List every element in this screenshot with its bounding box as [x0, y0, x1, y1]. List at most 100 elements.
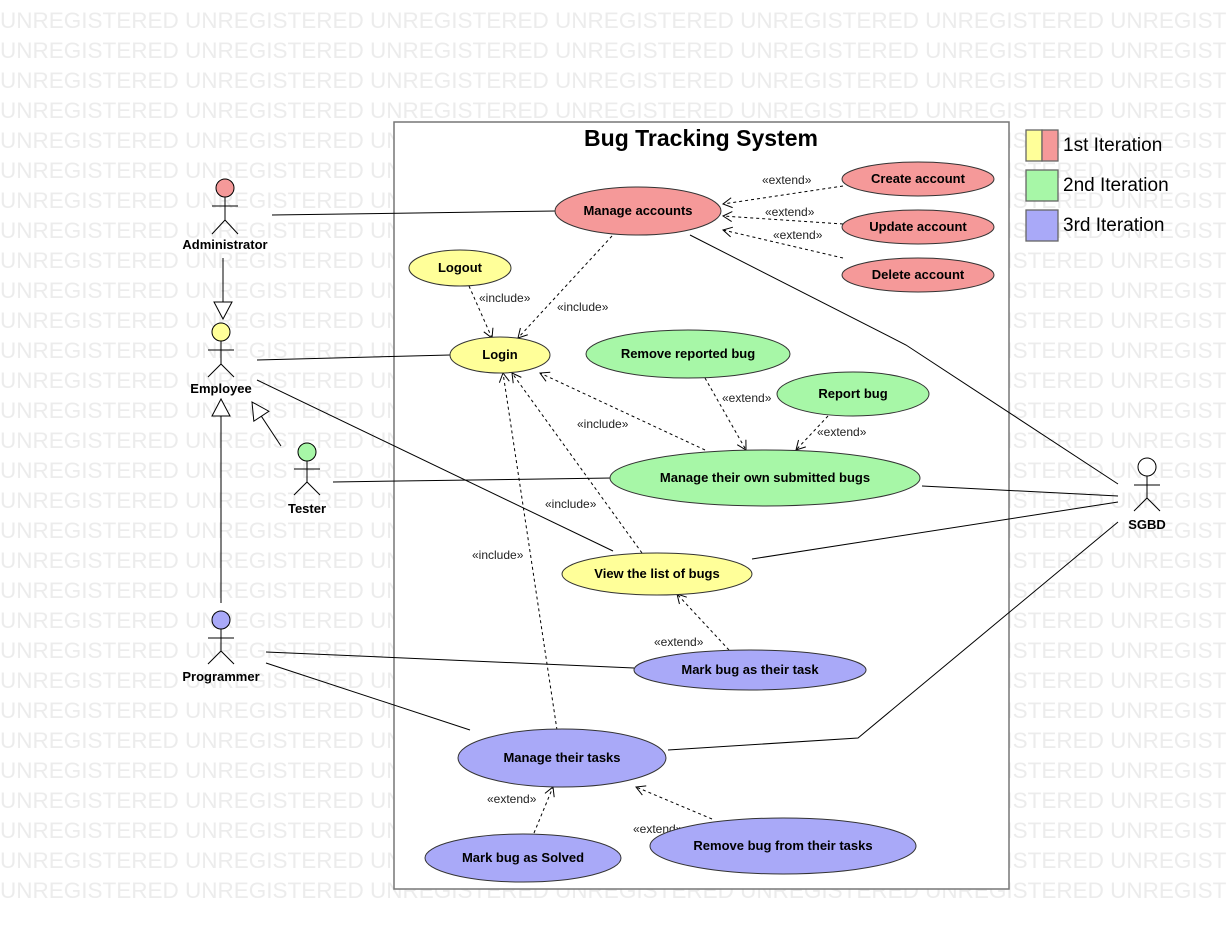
legend: 1st Iteration 2nd Iteration 3rd Iteratio… — [1025, 129, 1169, 242]
actor-legs — [293, 481, 321, 496]
use-case-shape[interactable] — [554, 186, 722, 236]
label-extend: «extend» — [773, 228, 823, 242]
include-manage-accounts-login — [517, 235, 613, 339]
use-case-shape[interactable] — [609, 449, 921, 507]
use-case-shape[interactable] — [841, 257, 995, 293]
use-case-shape[interactable] — [585, 329, 791, 379]
generalizations — [211, 258, 282, 603]
assoc-employee-login — [256, 354, 451, 361]
assoc-employee-view-bugs — [256, 379, 614, 552]
legend-swatch-yellow — [1025, 129, 1043, 162]
use-case-login[interactable]: Login — [449, 336, 551, 374]
use-case-remove-task[interactable]: Remove bug from their tasks — [649, 817, 917, 875]
use-case-mark-solved[interactable]: Mark bug as Solved — [424, 833, 622, 883]
label-include: «include» — [472, 548, 524, 562]
label-include: «include» — [545, 497, 597, 511]
include-manage-bugs-login — [539, 371, 706, 451]
assoc-tester-manage-bugs — [332, 477, 613, 483]
use-case-label: Delete account — [872, 267, 965, 282]
label-include: «include» — [557, 300, 609, 314]
legend-label: 2nd Iteration — [1063, 175, 1169, 196]
actor-head — [1137, 457, 1157, 477]
assoc-admin-manage-accounts — [271, 210, 557, 216]
extend-mark-task — [676, 593, 730, 651]
use-case-label: Logout — [438, 260, 483, 275]
legend-swatch-red — [1041, 129, 1059, 162]
associations — [256, 210, 1119, 751]
include-view-bugs-login — [511, 372, 643, 554]
actor-head — [297, 442, 317, 462]
legend-item-iteration-3: 3rd Iteration — [1025, 209, 1164, 242]
actor-head — [215, 178, 235, 198]
assoc-programmer-manage-tasks — [265, 662, 471, 731]
system-title: Bug Tracking System — [584, 125, 818, 151]
use-case-shape[interactable] — [561, 552, 753, 596]
actor-label: Programmer — [182, 669, 259, 684]
label-extend: «extend» — [722, 391, 772, 405]
actor-employee[interactable]: Employee — [190, 322, 252, 396]
use-case-report-bug[interactable]: Report bug — [776, 371, 930, 417]
extend-mark-solved — [533, 786, 555, 834]
legend-label: 3rd Iteration — [1063, 215, 1164, 236]
use-case-label: Login — [482, 347, 517, 362]
extend-delete-account — [721, 226, 844, 259]
use-case-shape[interactable] — [424, 833, 622, 883]
label-include: «include» — [577, 417, 629, 431]
use-case-shape[interactable] — [408, 249, 512, 287]
label-include: «include» — [479, 291, 531, 305]
use-case-label: View the list of bugs — [594, 566, 719, 581]
actor-tester[interactable]: Tester — [288, 442, 326, 516]
label-extend: «extend» — [817, 425, 867, 439]
label-extend: «extend» — [762, 173, 812, 187]
legend-label: 1st Iteration — [1063, 135, 1162, 156]
use-case-manage-submitted-bugs[interactable]: Manage their own submitted bugs — [609, 449, 921, 507]
stereotype-labels: «extend» «extend» «extend» «include» «in… — [472, 173, 867, 836]
include-manage-tasks-login — [498, 371, 558, 731]
use-case-label: Create account — [871, 171, 966, 186]
extend-create-account — [721, 185, 844, 209]
use-case-label: Manage their own submitted bugs — [660, 470, 870, 485]
actor-programmer[interactable]: Programmer — [182, 610, 260, 684]
use-case-manage-accounts[interactable]: Manage accounts — [554, 186, 722, 236]
use-case-manage-tasks[interactable]: Manage their tasks — [457, 728, 667, 788]
assoc-programmer-mark-task — [265, 651, 635, 669]
use-case-create-account[interactable]: Create account — [841, 161, 995, 197]
use-case-label: Manage their tasks — [503, 750, 620, 765]
use-case-shape[interactable] — [633, 649, 867, 691]
dependencies — [468, 185, 844, 834]
use-case-update-account[interactable]: Update account — [841, 209, 995, 245]
actor-label: Administrator — [182, 237, 267, 252]
use-case-label: Mark bug as Solved — [462, 850, 584, 865]
use-case-shape[interactable] — [776, 371, 930, 417]
use-case-view-bugs[interactable]: View the list of bugs — [561, 552, 753, 596]
legend-item-iteration-1: 1st Iteration — [1025, 129, 1162, 162]
extend-remove-reported-bug — [704, 377, 747, 451]
actor-legs — [1133, 497, 1161, 512]
gen-tester-employee — [251, 401, 282, 447]
actor-legs — [207, 363, 235, 378]
label-extend: «extend» — [487, 792, 537, 806]
use-case-logout[interactable]: Logout — [408, 249, 512, 287]
assoc-sgbd-manage-accounts — [689, 234, 1119, 485]
use-case-shape[interactable] — [449, 336, 551, 374]
actor-administrator[interactable]: Administrator — [182, 178, 268, 252]
use-case-label: Update account — [869, 219, 967, 234]
actor-legs — [207, 650, 235, 665]
use-case-mark-task[interactable]: Mark bug as their task — [633, 649, 867, 691]
use-case-shape[interactable] — [457, 728, 667, 788]
use-case-label: Manage accounts — [583, 203, 692, 218]
actor-head — [211, 322, 231, 342]
use-case-shape[interactable] — [841, 209, 995, 245]
use-case-shape[interactable] — [649, 817, 917, 875]
use-case-shape[interactable] — [841, 161, 995, 197]
label-extend: «extend» — [765, 205, 815, 219]
use-case-delete-account[interactable]: Delete account — [841, 257, 995, 293]
label-extend: «extend» — [654, 635, 704, 649]
actor-sgbd[interactable]: SGBD — [1128, 457, 1166, 532]
assoc-sgbd-manage-tasks — [667, 521, 1119, 751]
legend-swatch-blue — [1025, 209, 1059, 242]
use-case-label: Remove reported bug — [621, 346, 755, 361]
use-case-remove-reported-bug[interactable]: Remove reported bug — [585, 329, 791, 379]
actor-head — [211, 610, 231, 630]
